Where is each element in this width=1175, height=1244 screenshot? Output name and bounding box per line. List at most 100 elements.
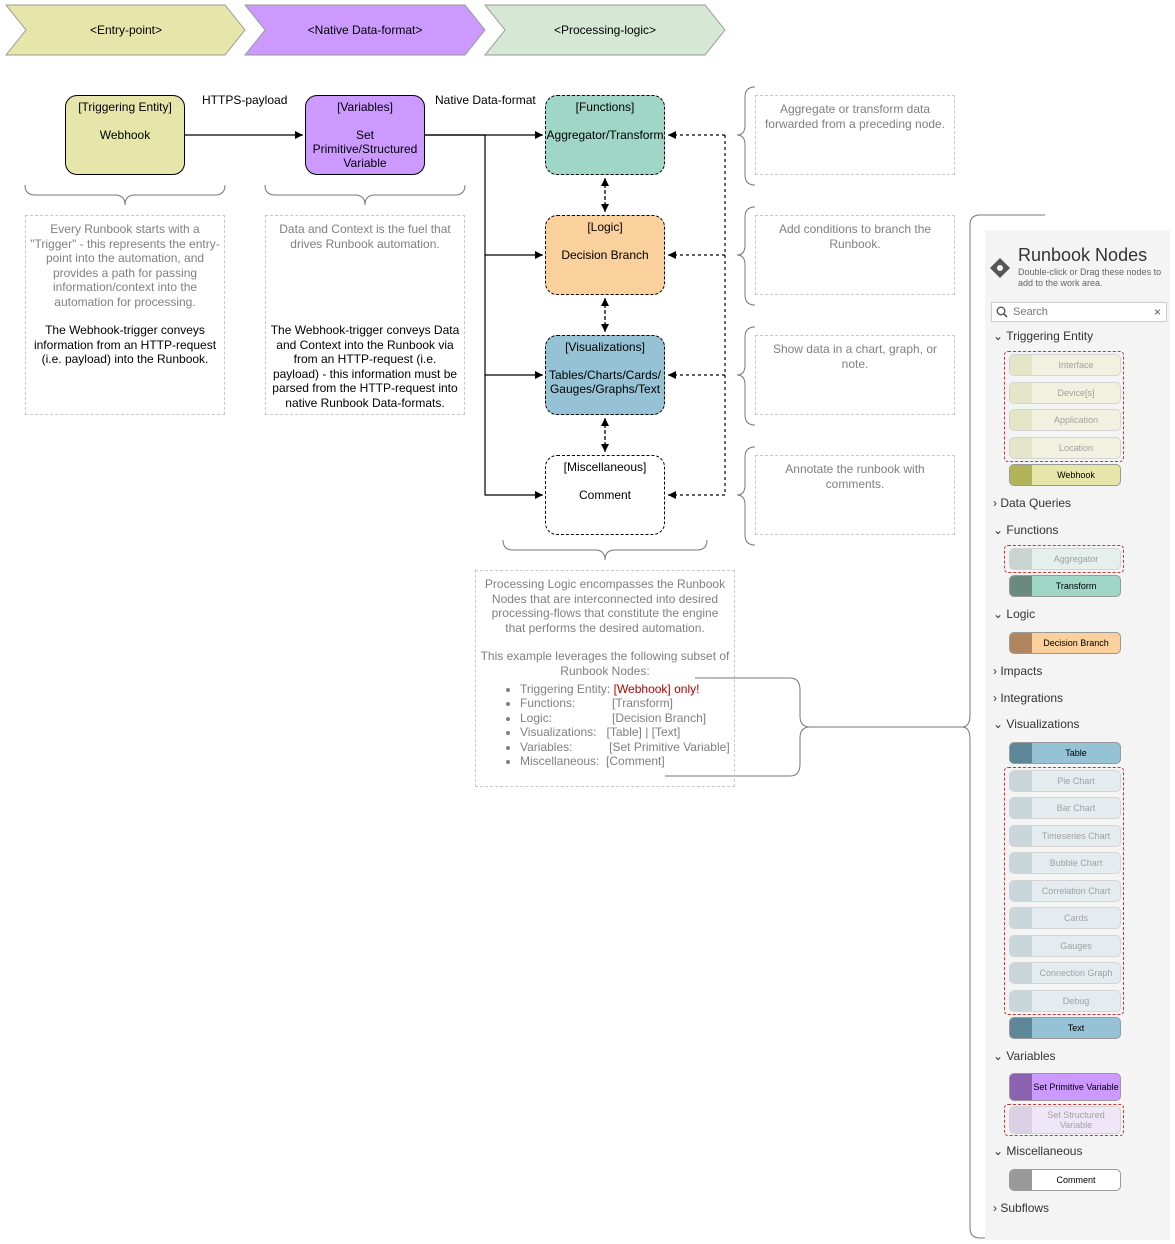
- variable-icon: [1010, 1107, 1032, 1133]
- entry-chevron: [4, 4, 246, 56]
- node-cards[interactable]: Cards: [1009, 907, 1121, 929]
- section-triggering-entity[interactable]: ⌄ Triggering Entity: [993, 329, 1094, 343]
- node-application[interactable]: Application: [1009, 409, 1121, 431]
- node-correlation-chart[interactable]: Correlation Chart: [1009, 880, 1121, 902]
- variables-node[interactable]: [Variables] Set Primitive/Structured Var…: [305, 95, 425, 175]
- panel-subtitle: Double-click or Drag these nodes to add …: [1018, 267, 1162, 288]
- native-data-format-edge-label: Native Data-format: [435, 93, 536, 107]
- node-webhook[interactable]: Webhook: [1009, 464, 1121, 486]
- application-icon: [1010, 410, 1032, 430]
- node-set-primitive-variable[interactable]: Set Primitive Variable: [1009, 1073, 1121, 1101]
- entry-point-label: <Entry-point>: [89, 23, 163, 37]
- native-note-text: Data and Context is the fuel that drives…: [279, 222, 451, 251]
- entry-note-webhook-text: The Webhook-trigger conveys information …: [33, 323, 217, 366]
- section-functions[interactable]: ⌄ Functions: [993, 523, 1059, 537]
- node-gauges[interactable]: Gauges: [1009, 935, 1121, 957]
- native-data-format-label: <Native Data-format>: [307, 23, 423, 37]
- subset-item: Triggering Entity: [Webhook] only!: [520, 682, 730, 696]
- node-name: Aggregator/Transform: [546, 128, 664, 142]
- functions-note-text: Aggregate or transform data forwarded fr…: [764, 102, 946, 131]
- processing-logic-note: Processing Logic encompasses the Runbook…: [475, 570, 735, 787]
- section-data-queries[interactable]: › Data Queries: [993, 496, 1072, 510]
- processing-chevron: [483, 4, 726, 56]
- node-category: [Variables]: [337, 100, 393, 114]
- node-category: [Logic]: [587, 220, 623, 234]
- miscellaneous-node[interactable]: [Miscellaneous] Comment: [545, 455, 665, 535]
- clear-search-icon[interactable]: ×: [1153, 305, 1161, 319]
- location-icon: [1010, 438, 1032, 458]
- section-subflows[interactable]: › Subflows: [993, 1201, 1050, 1215]
- table-icon: [1010, 743, 1032, 763]
- section-miscellaneous[interactable]: ⌄ Miscellaneous: [993, 1144, 1083, 1158]
- device-icon: [1010, 383, 1032, 403]
- variable-icon: [1010, 1074, 1032, 1100]
- visualizations-node[interactable]: [Visualizations] Tables/Charts/Cards/ Ga…: [545, 335, 665, 415]
- subset-list: Triggering Entity: [Webhook] only! Funct…: [480, 682, 730, 768]
- function-icon: [1010, 576, 1032, 596]
- section-impacts[interactable]: › Impacts: [993, 664, 1043, 678]
- node-interface[interactable]: Interface: [1009, 354, 1121, 376]
- panel-title: Runbook Nodes: [1018, 245, 1148, 265]
- solid-connectors: [185, 131, 543, 499]
- chevron-down-icon: ⌄: [993, 607, 1004, 621]
- section-integrations[interactable]: › Integrations: [993, 691, 1064, 705]
- miscellaneous-note-text: Annotate the runbook with comments.: [785, 462, 925, 491]
- node-category: [Triggering Entity]: [78, 100, 172, 114]
- visualizations-note: Show data in a chart, graph, or note.: [755, 335, 955, 415]
- node-text[interactable]: Text: [1009, 1017, 1121, 1039]
- node-devices[interactable]: Device[s]: [1009, 382, 1121, 404]
- visualizations-note-text: Show data in a chart, graph, or note.: [772, 342, 938, 371]
- node-debug[interactable]: Debug: [1009, 990, 1121, 1012]
- https-payload-label: HTTPS-payload: [202, 93, 288, 107]
- entry-note-text: Every Runbook starts with a "Trigger" - …: [30, 222, 220, 309]
- chevron-down-icon: ⌄: [993, 329, 1004, 343]
- node-name: Set Primitive/Structured Variable: [312, 128, 418, 170]
- comment-icon: [1010, 1170, 1032, 1190]
- processing-note-subset-intro: This example leverages the following sub…: [480, 649, 730, 678]
- node-bar-chart[interactable]: Bar Chart: [1009, 797, 1121, 819]
- chevron-down-icon: ⌄: [993, 1049, 1004, 1063]
- node-comment[interactable]: Comment: [1009, 1169, 1121, 1191]
- logic-node[interactable]: [Logic] Decision Branch: [545, 215, 665, 295]
- runbook-nodes-panel: Runbook Nodes Double-click or Drag these…: [985, 230, 1170, 1240]
- section-variables[interactable]: ⌄ Variables: [993, 1049, 1056, 1063]
- pie-chart-icon: [1010, 771, 1032, 791]
- branch-icon: [1010, 633, 1032, 653]
- node-connection-graph[interactable]: Connection Graph: [1009, 962, 1121, 984]
- node-table[interactable]: Table: [1009, 742, 1121, 764]
- correlation-icon: [1010, 881, 1032, 901]
- section-logic[interactable]: ⌄ Logic: [993, 607, 1036, 621]
- node-name: Webhook: [99, 128, 151, 142]
- chevron-right-icon: ›: [993, 664, 997, 678]
- node-set-structured-variable[interactable]: Set Structured Variable: [1009, 1106, 1121, 1134]
- node-search-input[interactable]: Search ×: [991, 302, 1167, 322]
- node-location[interactable]: Location: [1009, 437, 1121, 459]
- functions-node[interactable]: [Functions] Aggregator/Transform: [545, 95, 665, 175]
- unused-triggers-group: [1004, 351, 1124, 462]
- section-visualizations[interactable]: ⌄ Visualizations: [993, 717, 1080, 731]
- miscellaneous-note: Annotate the runbook with comments.: [755, 455, 955, 535]
- node-timeseries-chart[interactable]: Timeseries Chart: [1009, 825, 1121, 847]
- node-name: Tables/Charts/Cards/ Gauges/Graphs/Text: [548, 368, 662, 396]
- processing-note-text: Processing Logic encompasses the Runbook…: [484, 577, 726, 635]
- chevron-right-icon: ›: [993, 691, 997, 705]
- functions-note: Aggregate or transform data forwarded fr…: [755, 95, 955, 175]
- node-decision-branch[interactable]: Decision Branch: [1009, 632, 1121, 654]
- node-transform[interactable]: Transform: [1009, 575, 1121, 597]
- node-category: [Functions]: [575, 100, 635, 114]
- unused-visualizations-group: [1004, 767, 1124, 1015]
- subset-item: Miscellaneous: [Comment]: [520, 754, 730, 768]
- triggering-entity-node[interactable]: [Triggering Entity] Webhook: [65, 95, 185, 175]
- subset-item: Logic: [Decision Branch]: [520, 711, 730, 725]
- chevron-right-icon: ›: [993, 1201, 997, 1215]
- debug-icon: [1010, 991, 1032, 1011]
- runbook-logo-icon: [990, 258, 1010, 278]
- connection-graph-icon: [1010, 963, 1032, 983]
- node-bubble-chart[interactable]: Bubble Chart: [1009, 852, 1121, 874]
- node-pie-chart[interactable]: Pie Chart: [1009, 770, 1121, 792]
- node-category: [Miscellaneous]: [563, 460, 647, 474]
- unused-functions-group: [1004, 545, 1124, 573]
- node-aggregator[interactable]: Aggregator: [1009, 548, 1121, 570]
- node-category: [Visualizations]: [565, 340, 645, 354]
